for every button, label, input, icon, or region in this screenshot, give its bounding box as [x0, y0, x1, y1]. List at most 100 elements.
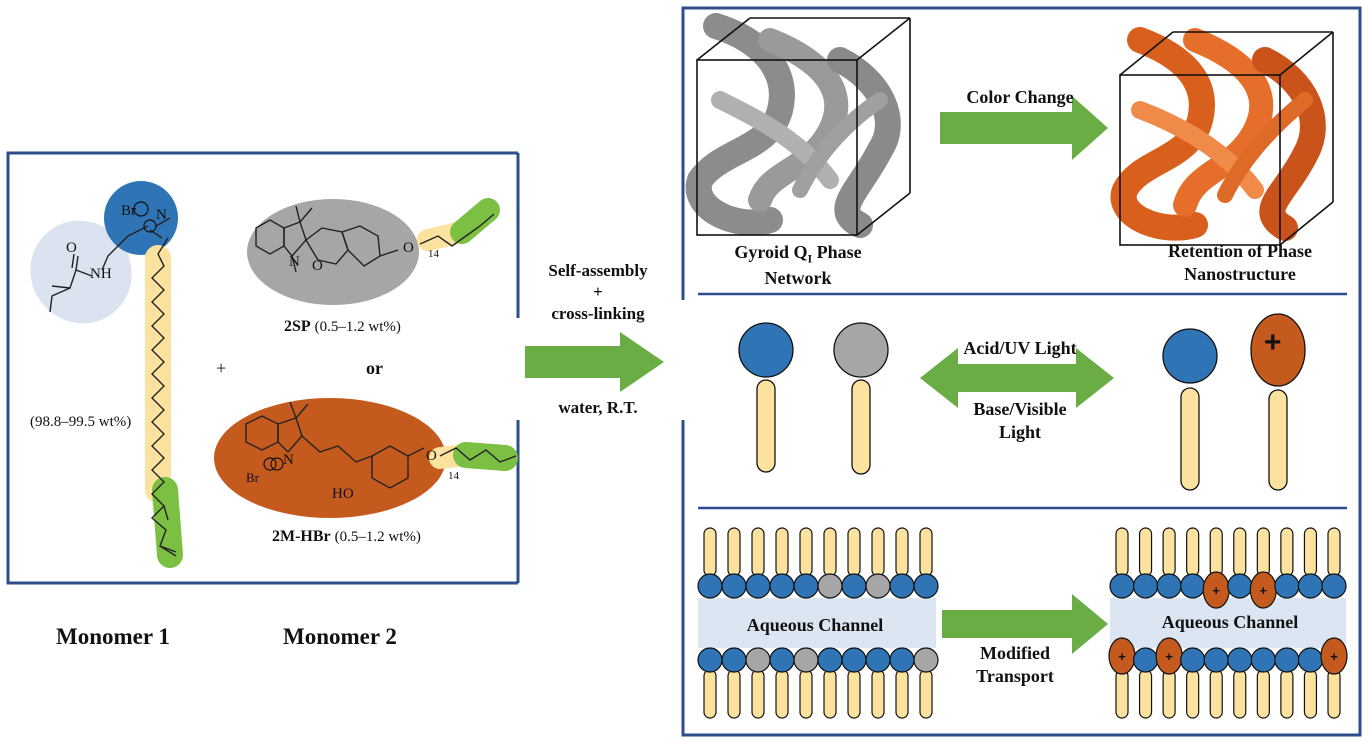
aqueous-channel-right: Aqueous Channel [1161, 612, 1299, 632]
subscript-14b: 14 [448, 470, 459, 482]
atom-n-sp: N [289, 254, 300, 270]
lipid-tail [1115, 527, 1129, 577]
lipid-tail [775, 669, 789, 719]
ammonium-head [841, 573, 867, 599]
sp-structure [247, 198, 500, 305]
orange-gyroid-cube [1110, 27, 1334, 246]
atom-o-mc-chain: O [426, 448, 437, 464]
ammonium-head [721, 647, 747, 673]
lipid-tail [1209, 669, 1223, 719]
lipid-tail [1280, 527, 1294, 577]
ammonium-head [817, 647, 843, 673]
lipid-tail [727, 669, 741, 719]
aqueous-channel-band [698, 598, 936, 648]
lipid-tail [1162, 527, 1176, 577]
charge-plus: + [1165, 649, 1173, 664]
acid-uv-label: Acid/UV Light [963, 338, 1077, 358]
gray-gyroid-cube [685, 13, 911, 238]
modified-transport-label: Modified Transport [976, 643, 1054, 686]
amphiphile-blue-right [1162, 328, 1218, 491]
amphiphile-blue-left [738, 322, 794, 473]
lipid-tail [799, 527, 813, 577]
left-panel-frame [6, 151, 520, 585]
lipid-tail [1138, 527, 1153, 577]
gyroid-label: Gyroid QI Phase Network [734, 242, 862, 288]
mhbr-diene-band [453, 442, 518, 471]
spiropyran-head [793, 647, 819, 673]
ammonium-head [745, 573, 771, 599]
modified-transport-arrow [942, 594, 1108, 654]
lipid-tail [1233, 527, 1247, 577]
lipid-tail [799, 669, 813, 719]
lipid-tail [751, 527, 765, 577]
base-visible-label: Base/Visible Light [973, 399, 1067, 442]
mhbr-highlight [214, 398, 446, 518]
ammonium-head [913, 573, 939, 599]
monomer1-percent: (98.8–99.5 wt%) [30, 414, 132, 430]
atom-n-mc: N [283, 452, 294, 468]
sp-label: 2SP (0.5–1.2 wt%) [284, 318, 401, 336]
ammonium-head [1132, 647, 1159, 673]
lipid-tail [1256, 527, 1270, 577]
lipid-tail [847, 669, 861, 719]
atom-n-top: N [156, 207, 167, 223]
atom-o-amide: O [66, 240, 77, 256]
lipid-tail [1327, 669, 1341, 719]
aqueous-channel-left: Aqueous Channel [746, 615, 884, 635]
ammonium-head [721, 573, 747, 599]
color-change-arrow [940, 96, 1108, 160]
ammonium-head [1180, 647, 1206, 673]
lipid-tail [895, 527, 909, 577]
atom-nh: NH [90, 266, 112, 282]
plus-charge-label: + [1264, 326, 1282, 359]
ammonium-head [889, 647, 915, 673]
lipid-tail [1327, 527, 1341, 577]
spiropyran-head [817, 573, 843, 599]
atom-o-sp-chain: O [403, 240, 414, 256]
lipid-tail [1162, 669, 1176, 719]
ammonium-head [1156, 573, 1182, 599]
lipid-tail [919, 527, 933, 577]
ammonium-head [1297, 647, 1324, 673]
spiropyran-head [745, 647, 771, 673]
ammonium-head [865, 647, 891, 673]
charge-plus: + [1260, 583, 1268, 598]
lipid-tail [823, 669, 837, 719]
charge-plus: + [1212, 583, 1220, 598]
ammonium-head [1180, 573, 1206, 599]
monomer1-structure [30, 181, 183, 568]
ammonium-head [1109, 573, 1135, 599]
sp-name: 2SP [284, 318, 311, 335]
ammonium-head [1227, 647, 1253, 673]
ammonium-head [841, 647, 867, 673]
charge-plus: + [1118, 649, 1126, 664]
self-assembly-arrow [525, 332, 664, 392]
atom-br-top: Br [121, 203, 136, 219]
lipid-tail [1186, 527, 1200, 577]
merocyanine-head [1320, 637, 1348, 675]
subscript-14a: 14 [428, 248, 439, 260]
spiropyran-head [913, 647, 939, 673]
ammonium-head [769, 573, 795, 599]
lipid-tail [895, 669, 909, 719]
lipid-tail [871, 527, 885, 577]
lipid-tail [1303, 669, 1318, 719]
ammonium-head [697, 647, 723, 673]
lipid-tail [775, 527, 789, 577]
lipid-tail [727, 527, 741, 577]
reversible-arrow [920, 348, 1114, 408]
ammonium-head [697, 573, 723, 599]
bilayer-right: +++++ [1108, 527, 1348, 719]
spiropyran-head [865, 573, 891, 599]
lipid-tail [823, 527, 837, 577]
lipid-tail [1115, 669, 1129, 719]
plus-sign: + [216, 358, 227, 378]
bilayer-left [697, 527, 939, 719]
ammonium-head [1274, 573, 1300, 599]
lipid-tail [1303, 527, 1318, 577]
mhbr-label: 2M-HBr (0.5–1.2 wt%) [272, 528, 421, 546]
lipid-tail [919, 669, 933, 719]
sp-diene-band [450, 198, 500, 244]
ammonium-head [1274, 647, 1300, 673]
